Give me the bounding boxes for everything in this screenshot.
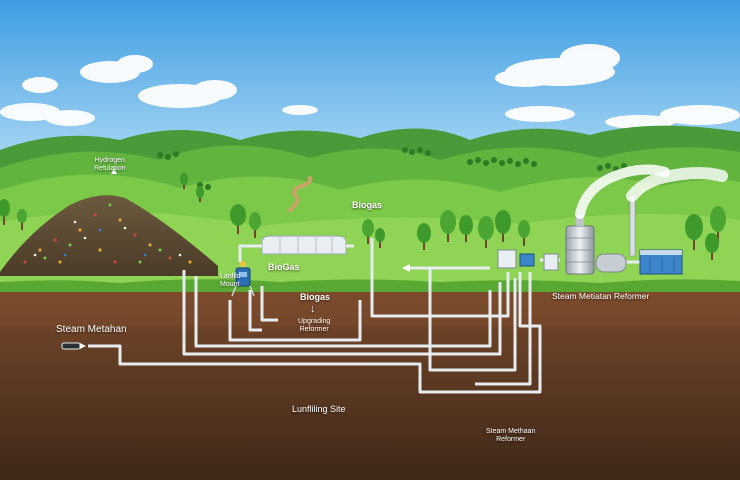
pipe-main-loop-2 bbox=[194, 276, 492, 348]
landfill-mount-line1: Lanfild bbox=[220, 273, 241, 280]
upgrading-label-line2: Reformer bbox=[299, 326, 329, 334]
pipe-network bbox=[88, 238, 640, 394]
pipe-mount-2 bbox=[248, 290, 262, 332]
steam-reformer-right-label: Steam Metiatan Reformer bbox=[552, 291, 650, 301]
hydrogen-container-icon bbox=[639, 249, 683, 275]
steam-reformer-tower-icon bbox=[565, 164, 728, 275]
pipe-mount-3 bbox=[260, 286, 278, 322]
biogas-top-label: Biogas bbox=[352, 200, 383, 210]
gas-pump-icon bbox=[231, 261, 255, 297]
greenhouse-icon bbox=[261, 235, 347, 255]
hydrogen-label-line2: Retulation bbox=[94, 165, 126, 173]
pipe-greenhouse-feed bbox=[238, 244, 262, 262]
control-units bbox=[497, 249, 559, 271]
steam-methaan-line2: Reformer bbox=[496, 436, 526, 444]
pipe-deep-mid bbox=[410, 266, 517, 372]
pipe-mount-1 bbox=[228, 300, 362, 342]
topsoil-band bbox=[0, 292, 740, 326]
clouds bbox=[0, 44, 740, 129]
landfill-mount-label: Lanfild Mount bbox=[220, 273, 241, 289]
pipe-deep-right bbox=[475, 272, 532, 386]
steam-metahan-label: Steam Metahan bbox=[56, 324, 127, 335]
biogas-lower-label: Biogas bbox=[300, 292, 331, 302]
tree-line bbox=[157, 147, 627, 190]
flow-arrows bbox=[111, 168, 410, 272]
upgrading-label-line1: Upgrading bbox=[298, 318, 331, 325]
upgrading-reformer-label: Upgrading Reformer bbox=[298, 318, 330, 334]
down-arrow-icon: ↓ bbox=[310, 303, 316, 315]
hydrogen-regulation-label: Hydrogen Retulation bbox=[94, 157, 126, 173]
pipe-biogas-down bbox=[370, 238, 510, 318]
steam-methaan-reformer-label: Steam Methaan Reformer bbox=[486, 428, 535, 444]
pipe-outlet-icon bbox=[61, 342, 86, 350]
landfilling-site-label: Lunfliling Site bbox=[292, 404, 346, 414]
dirt-road bbox=[288, 176, 313, 212]
trees bbox=[0, 173, 726, 260]
storage-tank-icon bbox=[595, 253, 627, 273]
pipe-deep-left bbox=[88, 272, 542, 394]
pipe-main-loop-1 bbox=[182, 270, 502, 356]
steam-methaan-line1: Steam Methaan bbox=[486, 428, 536, 435]
biogas-mid-label: BioGas bbox=[268, 262, 300, 272]
landfill-mount-line2: Mount bbox=[220, 281, 240, 289]
waste-pile-icon bbox=[0, 195, 218, 276]
hydrogen-label-line1: Hydrogen bbox=[94, 157, 125, 164]
